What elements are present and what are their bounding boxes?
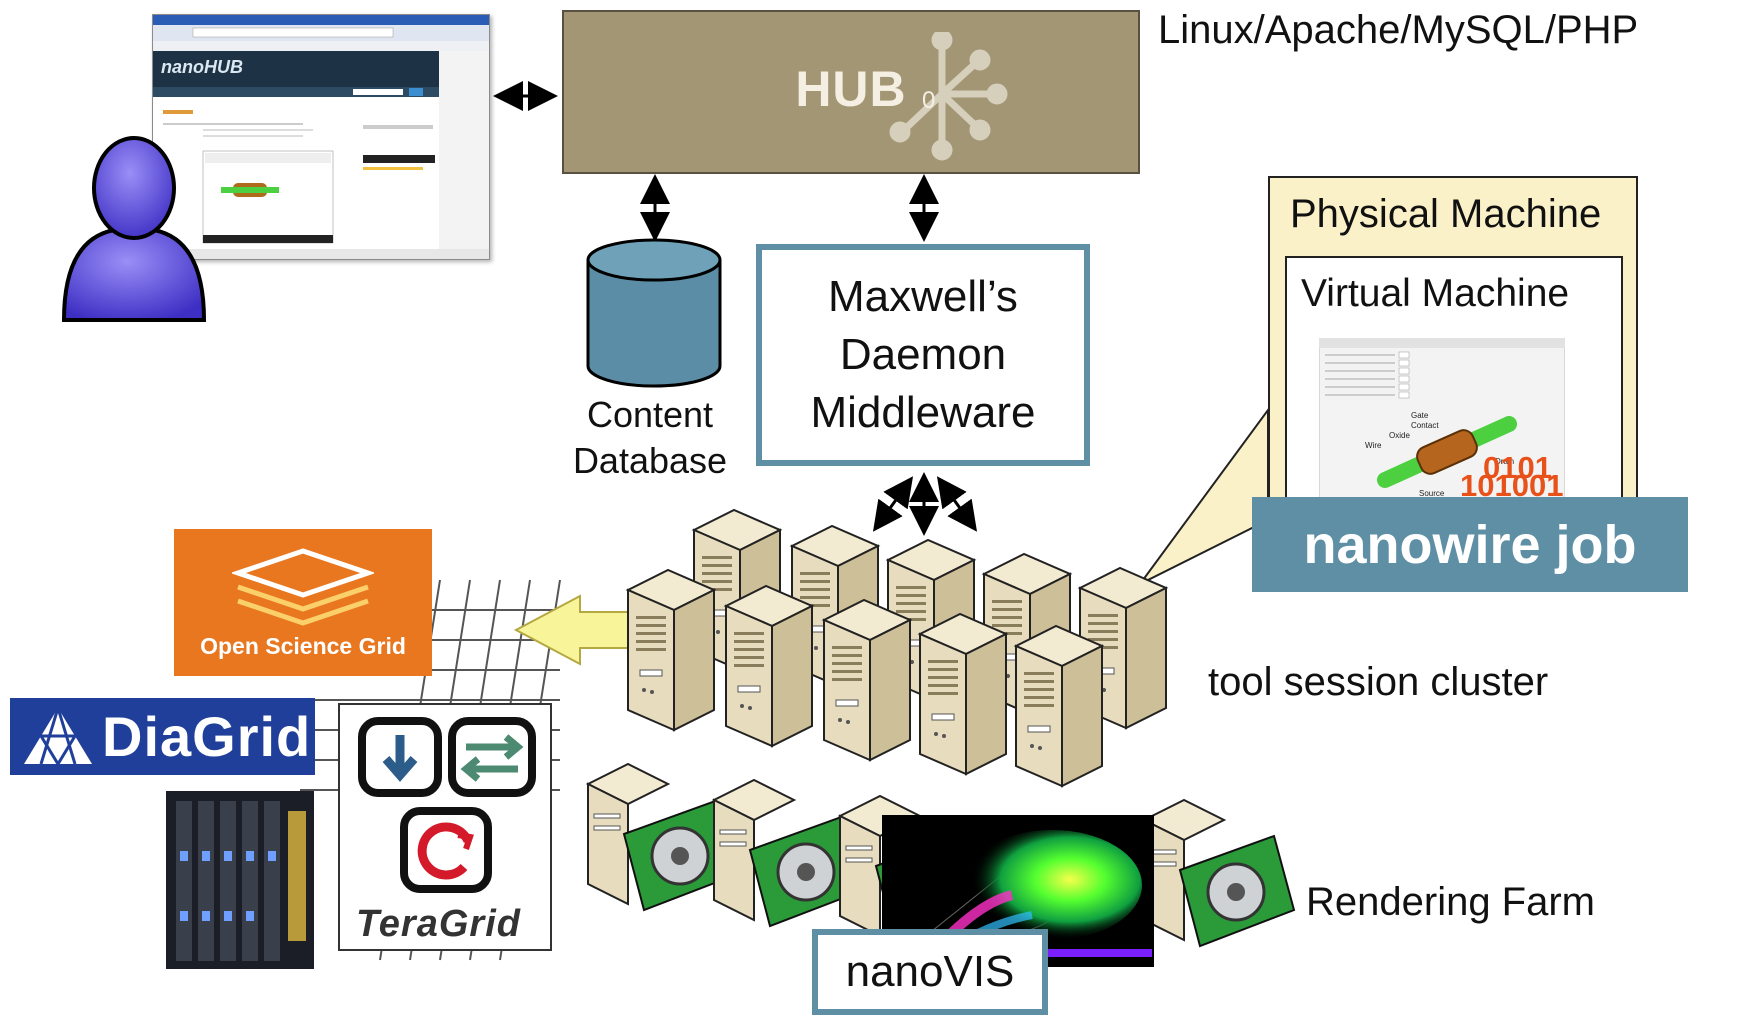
physical-machine-label: Physical Machine: [1290, 192, 1602, 236]
wire-label-oxide: Oxide: [1389, 431, 1410, 440]
browser-window-image: nanoHUB: [153, 15, 489, 259]
osg-label: Open Science Grid: [200, 633, 406, 659]
database-icon: [586, 238, 722, 388]
hub-subscript: 0: [922, 87, 935, 114]
middleware-box: Maxwell’s Daemon Middleware: [756, 244, 1090, 466]
user-icon: [61, 136, 207, 322]
open-science-grid-logo: Open Science Grid: [174, 529, 432, 676]
wire-label-drain: Drain: [1495, 457, 1514, 466]
wire-label-source: Source: [1419, 489, 1445, 498]
wire-label-gate: Gate: [1411, 411, 1429, 420]
nanowire-tool-screenshot: Gate Contact Oxide Wire Drain Source: [1319, 338, 1565, 502]
nanohub-browser-screenshot: nanoHUB: [152, 14, 490, 260]
teragrid-symbol-icon: [358, 717, 536, 893]
wire-label-contact: Contact: [1411, 421, 1439, 430]
virtual-machine-label: Virtual Machine: [1301, 272, 1570, 315]
diagrid-label: DiaGrid: [102, 705, 312, 768]
rendering-farm-label: Rendering Farm: [1306, 880, 1596, 924]
content-database-label: Content Database: [570, 392, 730, 484]
diagrid-triangle-icon: [24, 707, 92, 765]
tool-session-cluster-label: tool session cluster: [1208, 660, 1549, 704]
content-database-label-line1: Content: [586, 394, 714, 435]
cluster-to-grid-arrow-icon: [513, 594, 631, 666]
middleware-cluster-arrow-right-icon: [936, 476, 978, 532]
hub-logo-rays-icon: 0: [889, 32, 1008, 161]
content-database-label-line2: Database: [572, 440, 728, 481]
osg-layers-icon: [232, 548, 374, 626]
teragrid-label: TeraGrid: [356, 903, 521, 945]
diagrid-logo: DiaGrid: [10, 698, 315, 775]
nanohub-logo-text: nanoHUB: [161, 57, 243, 77]
middleware-label: Maxwell’s Daemon Middleware: [810, 272, 1036, 437]
nanowire-job-label: nanowire job: [1252, 497, 1688, 592]
binary-top-text: 0101: [1483, 450, 1552, 485]
server-rack-photo: [166, 791, 314, 969]
virtual-machine-box: Virtual Machine Gate Contact Oxide Wire …: [1285, 256, 1623, 518]
middleware-cluster-arrow-left-icon: [872, 476, 914, 532]
teragrid-logo: TeraGrid: [338, 703, 552, 951]
hub-server-box: HUB 0: [562, 10, 1140, 174]
hub-logo-text: HUB: [795, 61, 907, 117]
server-cluster-icon: [627, 509, 1167, 787]
nanovis-label: nanoVIS: [812, 929, 1048, 1015]
wire-label-wire: Wire: [1365, 441, 1382, 450]
stack-label: Linux/Apache/MySQL/PHP: [1158, 8, 1639, 52]
